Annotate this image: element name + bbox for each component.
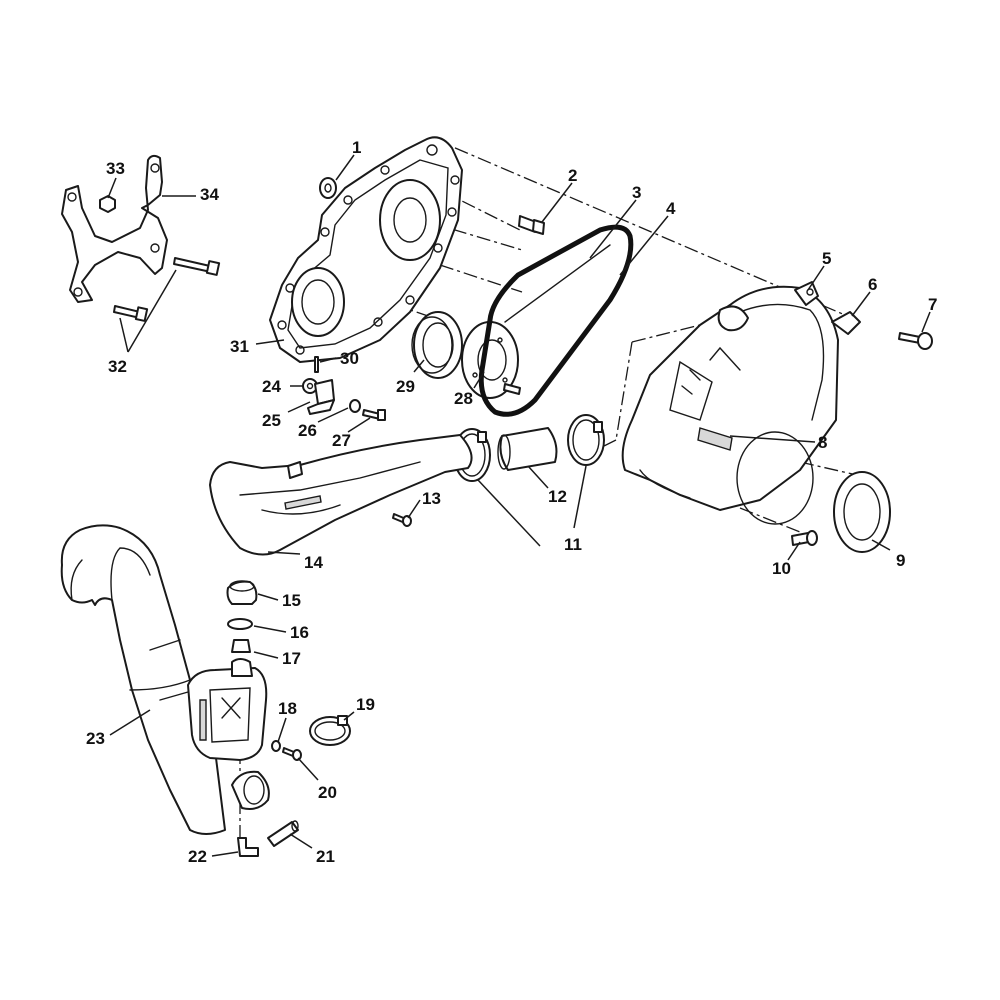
callout-labels: 1 2 3 4 5 6 7 8 9 10 11 12 13 14 15 16 1… [86, 138, 937, 866]
exhaust-outlet [231, 770, 270, 810]
cover-clip [831, 311, 861, 335]
callout-4: 4 [666, 199, 676, 218]
filler-cap [226, 580, 258, 605]
callout-5: 5 [822, 249, 831, 268]
bracket-bolt-upper [173, 257, 221, 276]
callout-20: 20 [318, 783, 337, 802]
callout-9: 9 [896, 551, 905, 570]
mounting-bracket [61, 154, 168, 303]
callout-32: 32 [108, 357, 127, 376]
filler-neck [231, 639, 253, 677]
connector-duct [497, 427, 558, 471]
callout-27: 27 [332, 431, 351, 450]
callout-2: 2 [568, 166, 577, 185]
callout-3: 3 [632, 183, 641, 202]
callout-11: 11 [564, 535, 582, 554]
flat-washer [349, 399, 361, 413]
callout-25: 25 [262, 411, 281, 430]
bracket-bolt-lower [113, 305, 149, 322]
callout-26: 26 [298, 421, 317, 440]
callout-30: 30 [340, 349, 359, 368]
callout-6: 6 [868, 275, 877, 294]
callout-23: 23 [86, 729, 105, 748]
leader-lines [107, 154, 931, 857]
callout-29: 29 [396, 377, 415, 396]
drain-tube [267, 820, 299, 847]
hose-clamp-right [567, 414, 605, 466]
callout-19: 19 [356, 695, 375, 714]
air-inlet-duct [209, 434, 473, 556]
outer-cover-bolt [898, 332, 933, 350]
o-ring [227, 618, 253, 630]
callout-15: 15 [282, 591, 301, 610]
callout-10: 10 [772, 559, 791, 578]
mount-bracket-small [307, 379, 335, 415]
callout-12: 12 [548, 487, 567, 506]
inner-clutch-cover [269, 136, 463, 363]
callout-34: 34 [200, 185, 219, 204]
washer [319, 177, 337, 199]
exhaust-duct [60, 524, 226, 835]
silencer-box [187, 667, 268, 761]
callout-1: 1 [352, 138, 361, 157]
callout-28: 28 [454, 389, 473, 408]
callout-7: 7 [928, 295, 937, 314]
cover-bolt [518, 215, 545, 235]
callout-31: 31 [230, 337, 249, 356]
callout-8: 8 [818, 433, 827, 452]
callout-18: 18 [278, 699, 297, 718]
callout-21: 21 [316, 847, 335, 866]
callout-13: 13 [422, 489, 441, 508]
drain-elbow [237, 837, 259, 857]
hex-bolt [362, 409, 386, 421]
hex-nut [99, 195, 116, 213]
callout-33: 33 [106, 159, 125, 178]
gasket-ring [833, 471, 891, 553]
callout-16: 16 [290, 623, 309, 642]
duct-screw [392, 513, 412, 527]
silencer-screw [282, 747, 302, 761]
callout-22: 22 [188, 847, 207, 866]
callout-14: 14 [304, 553, 323, 572]
band-clamp [309, 715, 351, 746]
drain-screw [791, 530, 818, 546]
sealing-plate [461, 321, 521, 399]
shaft-seal [411, 311, 463, 379]
stud-pin [314, 356, 319, 373]
callout-17: 17 [282, 649, 301, 668]
outer-clutch-cover [621, 281, 839, 525]
rubber-washer [271, 740, 281, 752]
callout-24: 24 [262, 377, 281, 396]
